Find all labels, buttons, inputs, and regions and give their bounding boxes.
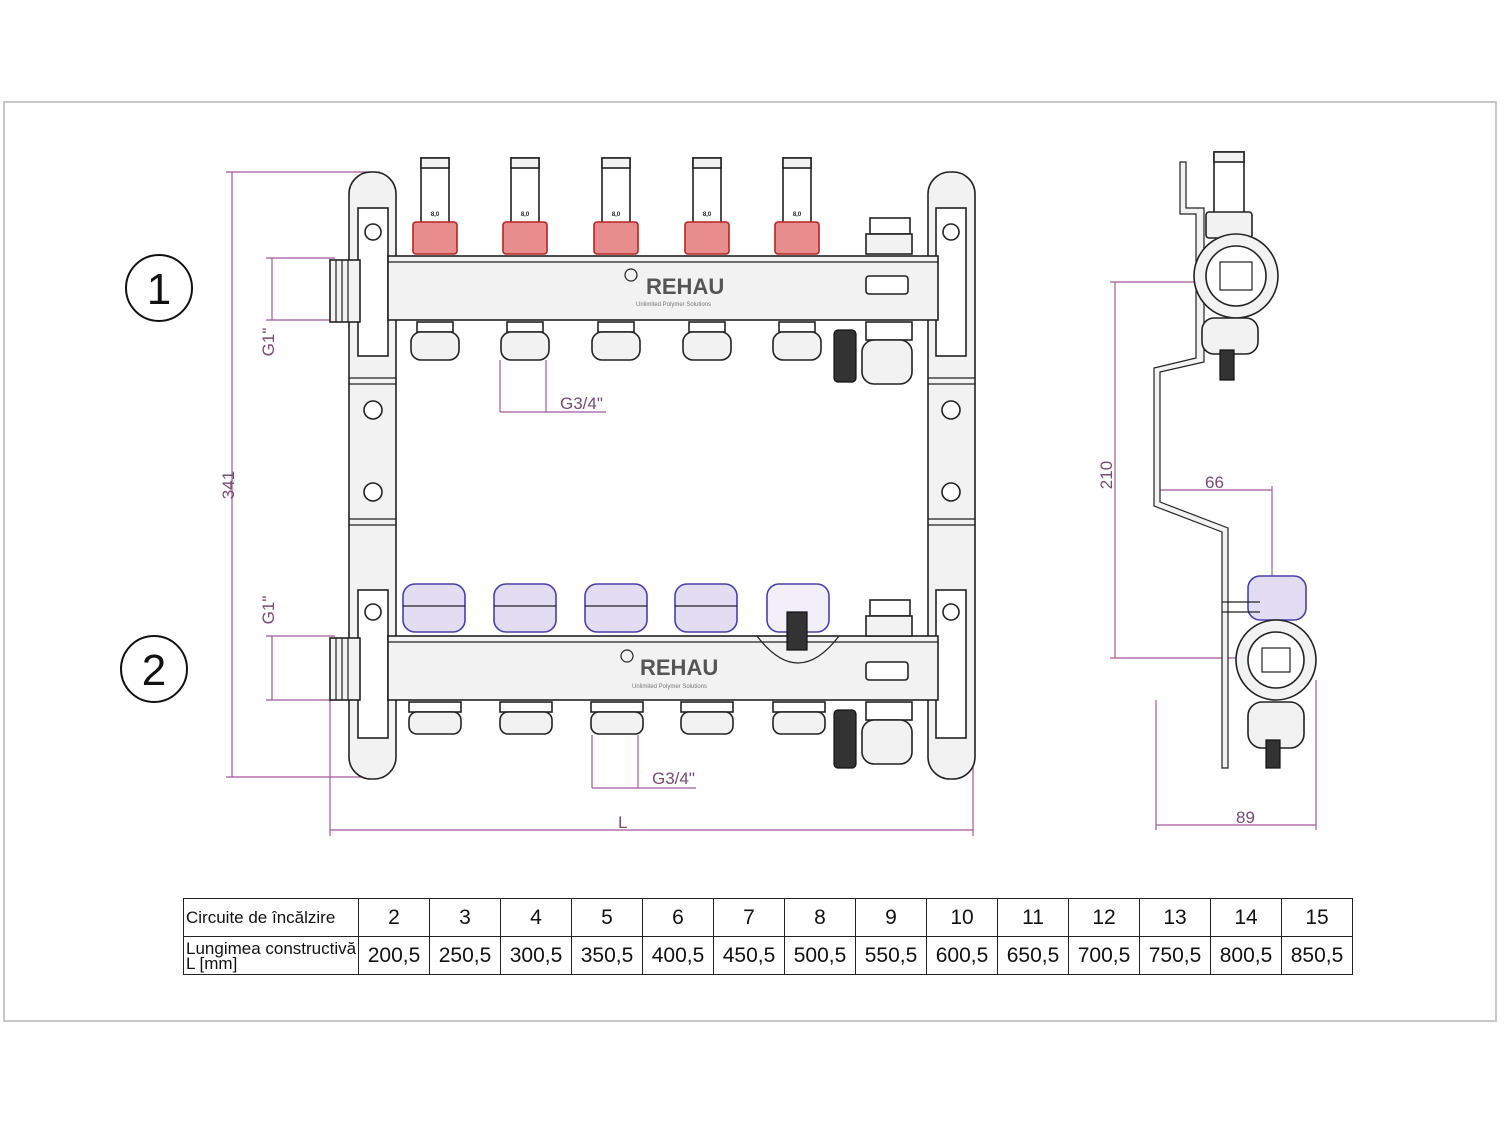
brand-tagline-top: Unlimited Polymer Solutions [636, 302, 711, 308]
table-cell-circuits: 14 [1210, 898, 1282, 937]
table-cell-circuits: 11 [997, 898, 1069, 937]
svg-text:8,0: 8,0 [703, 212, 712, 218]
table-cell-circuits: 6 [642, 898, 714, 937]
svg-text:8,0: 8,0 [521, 212, 530, 218]
flow-meter: 8,0 [591, 157, 641, 361]
dim-g34-top: G3/4" [560, 394, 603, 413]
right-bracket [927, 171, 976, 780]
table-cell-circuits: 3 [429, 898, 501, 937]
table-cell-length: 250,5 [429, 936, 501, 975]
drawing-frame [3, 101, 1497, 1022]
brand-logo-top: REHAU [646, 274, 724, 299]
table-cell-circuits: 13 [1139, 898, 1211, 937]
row-label-lengths: Lungimea constructivă L [mm] [183, 936, 359, 975]
table-cell-circuits: 12 [1068, 898, 1140, 937]
dim-89: 89 [1236, 808, 1255, 827]
label-2-text: 2 [142, 646, 166, 695]
dim-341: 341 [219, 471, 238, 499]
dim-g34-bottom: G3/4" [652, 769, 695, 788]
table-cell-length: 300,5 [500, 936, 572, 975]
side-view: 210 66 89 [1097, 151, 1317, 830]
row-label-line1: Lungimea constructivă [186, 938, 357, 958]
flow-meters: 8,0 8,0 8,0 8,0 [410, 157, 913, 385]
label-1-text: 1 [147, 265, 171, 314]
label-1: 1 [125, 254, 193, 322]
flow-meter: 8,0 [500, 157, 550, 361]
row-label-line2: L [mm] [186, 953, 238, 973]
flow-meter: 8,0 [682, 157, 732, 361]
return-manifold: REHAU Unlimited Polymer Solutions [329, 635, 939, 701]
table-cell-length: 200,5 [358, 936, 430, 975]
valve-cap [584, 583, 648, 735]
table-cell-length: 400,5 [642, 936, 714, 975]
table-cell-length: 550,5 [855, 936, 927, 975]
table-cell-circuits: 7 [713, 898, 785, 937]
dimension-lines: 341 G1" G1" G3/4" G3/4" L [219, 171, 974, 836]
table-cell-circuits: 15 [1281, 898, 1353, 937]
row-label-circuits: Circuite de încălzire [183, 898, 359, 937]
table-cell-circuits: 5 [571, 898, 643, 937]
table-cell-length: 850,5 [1281, 936, 1353, 975]
left-bracket [348, 171, 397, 780]
flow-meter: 8,0 [772, 157, 822, 361]
dim-g1-bottom: G1" [259, 596, 278, 625]
return-valves [402, 583, 913, 769]
table-cell-length: 450,5 [713, 936, 785, 975]
table-cell-circuits: 9 [855, 898, 927, 937]
air-vent-top [833, 217, 913, 385]
table-cell-length: 350,5 [571, 936, 643, 975]
flow-meter: 8,0 [410, 157, 460, 361]
table-cell-length: 750,5 [1139, 936, 1211, 975]
dim-g1-top: G1" [259, 328, 278, 357]
valve-cap [674, 583, 738, 735]
valve-cap-open [756, 583, 840, 735]
label-2: 2 [120, 635, 188, 703]
svg-text:8,0: 8,0 [612, 212, 621, 218]
dim-length: L [618, 813, 627, 832]
table-cell-length: 600,5 [926, 936, 998, 975]
valve-cap [402, 583, 466, 735]
brand-tagline-bottom: Unlimited Polymer Solutions [632, 684, 707, 690]
brand-logo-bottom: REHAU [640, 655, 718, 680]
table-cell-length: 500,5 [784, 936, 856, 975]
valve-cap [493, 583, 557, 735]
svg-text:8,0: 8,0 [793, 212, 802, 218]
table-cell-length: 650,5 [997, 936, 1069, 975]
table-cell-circuits: 10 [926, 898, 998, 937]
table-cell-circuits: 4 [500, 898, 572, 937]
svg-text:8,0: 8,0 [431, 212, 440, 218]
dim-66: 66 [1205, 473, 1224, 492]
supply-manifold: REHAU Unlimited Polymer Solutions [329, 255, 939, 323]
table-cell-circuits: 2 [358, 898, 430, 937]
table-cell-length: 700,5 [1068, 936, 1140, 975]
dim-210: 210 [1097, 461, 1116, 489]
table-cell-length: 800,5 [1210, 936, 1282, 975]
air-vent-bottom [833, 599, 913, 769]
table-cell-circuits: 8 [784, 898, 856, 937]
